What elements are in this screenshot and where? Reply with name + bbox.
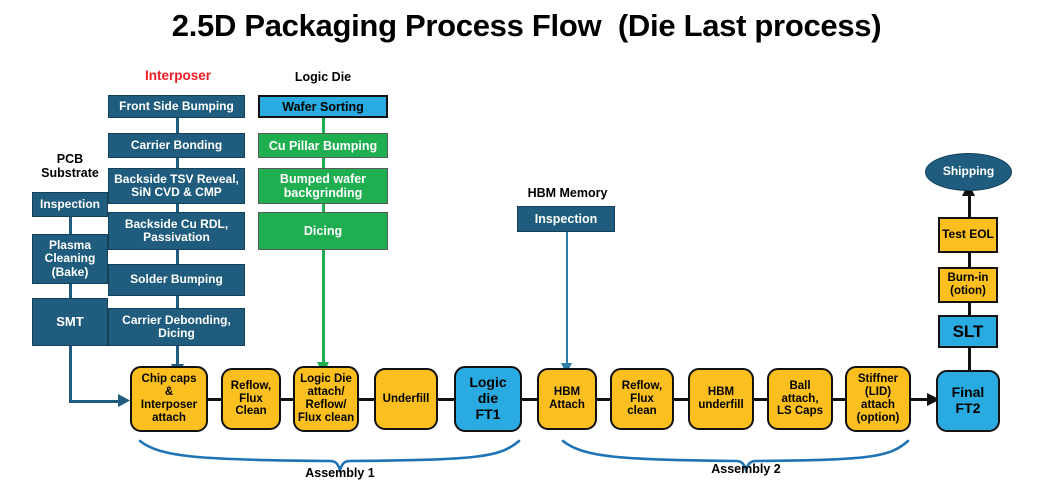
node-slt[interactable]: SLT bbox=[938, 315, 998, 348]
connector-pcb-1 bbox=[69, 206, 72, 236]
connector-row-5 bbox=[521, 398, 537, 401]
brace-label-assembly-1: Assembly 1 bbox=[305, 466, 375, 480]
connector-backend-1 bbox=[968, 192, 971, 217]
node-interposer-solder-bumping[interactable]: Solder Bumping bbox=[108, 264, 245, 296]
connector-interposer-6 bbox=[176, 344, 179, 366]
connector-row-10 bbox=[910, 398, 932, 401]
connector-interposer-5 bbox=[176, 294, 179, 310]
node-shipping[interactable]: Shipping bbox=[925, 153, 1012, 191]
node-interposer-carrier-bonding[interactable]: Carrier Bonding bbox=[108, 133, 245, 158]
node-logicdie-cu-pillar-bumping[interactable]: Cu Pillar Bumping bbox=[258, 133, 388, 158]
connector-row-8 bbox=[753, 398, 768, 401]
node-interposer-carrier-debonding[interactable]: Carrier Debonding, Dicing bbox=[108, 308, 245, 346]
node-assembly-stiffner-lid-attach[interactable]: Stiffner (LID) attach (option) bbox=[845, 366, 911, 432]
node-assembly-logic-die-attach[interactable]: Logic Die attach/ Reflow/ Flux clean bbox=[293, 366, 359, 432]
node-assembly-hbm-attach[interactable]: HBM Attach bbox=[537, 368, 597, 430]
caption-logic-die: Logic Die bbox=[294, 70, 352, 84]
connector-smt-right bbox=[69, 400, 121, 403]
node-assembly-hbm-underfill[interactable]: HBM underfill bbox=[688, 368, 754, 430]
page-title: 2.5D Packaging Process Flow (Die Last pr… bbox=[171, 8, 882, 43]
node-assembly-reflow-flux-clean-1[interactable]: Reflow, Flux Clean bbox=[221, 368, 281, 430]
connector-backend-4 bbox=[968, 348, 971, 370]
node-pcb-plasma-cleaning[interactable]: Plasma Cleaning (Bake) bbox=[32, 234, 108, 284]
connector-interposer-1 bbox=[176, 116, 179, 133]
node-assembly-logic-die-ft1[interactable]: Logic die FT1 bbox=[454, 366, 522, 432]
node-final-ft2[interactable]: Final FT2 bbox=[936, 370, 1000, 432]
connector-row-3 bbox=[357, 398, 374, 401]
connector-pcb-2 bbox=[69, 282, 72, 300]
caption-pcb-substrate: PCB Substrate bbox=[41, 152, 99, 181]
node-pcb-inspection[interactable]: Inspection bbox=[32, 192, 108, 217]
connector-row-7 bbox=[673, 398, 689, 401]
connector-interposer-4 bbox=[176, 248, 179, 266]
connector-row-6 bbox=[597, 398, 611, 401]
brace-label-assembly-2: Assembly 2 bbox=[711, 462, 781, 476]
node-assembly-ball-attach-ls-caps[interactable]: Ball attach, LS Caps bbox=[767, 368, 833, 430]
node-logicdie-dicing[interactable]: Dicing bbox=[258, 212, 388, 250]
connector-hbm bbox=[566, 232, 568, 368]
connector-row-2 bbox=[280, 398, 294, 401]
node-burn-in[interactable]: Burn-in (otion) bbox=[938, 267, 998, 303]
connector-logicdie-2 bbox=[322, 156, 325, 170]
connector-interposer-2 bbox=[176, 156, 179, 170]
connector-backend-2 bbox=[968, 253, 971, 267]
node-hbm-inspection[interactable]: Inspection bbox=[517, 206, 615, 232]
node-interposer-front-side-bumping[interactable]: Front Side Bumping bbox=[108, 95, 245, 118]
connector-logicdie-1 bbox=[322, 116, 325, 133]
node-pcb-smt[interactable]: SMT bbox=[32, 298, 108, 346]
connector-interposer-3 bbox=[176, 202, 179, 214]
connector-logicdie-4 bbox=[322, 248, 325, 366]
node-interposer-backside-tsv-reveal[interactable]: Backside TSV Reveal, SiN CVD & CMP bbox=[108, 168, 245, 204]
connector-row-4 bbox=[437, 398, 455, 401]
caption-hbm-memory: HBM Memory bbox=[527, 186, 608, 200]
node-test-eol[interactable]: Test EOL bbox=[938, 217, 998, 253]
node-assembly-chip-caps-interposer-attach[interactable]: Chip caps & Interposer attach bbox=[130, 366, 208, 432]
connector-backend-3 bbox=[968, 303, 971, 315]
caption-interposer: Interposer bbox=[144, 68, 212, 83]
node-logicdie-wafer-sorting[interactable]: Wafer Sorting bbox=[258, 95, 388, 118]
connector-row-1 bbox=[207, 398, 222, 401]
node-assembly-reflow-flux-clean-2[interactable]: Reflow, Flux clean bbox=[610, 368, 674, 430]
connector-smt-down bbox=[69, 344, 72, 402]
connector-logicdie-3 bbox=[322, 202, 325, 214]
node-logicdie-bumped-wafer-backgrinding[interactable]: Bumped wafer backgrinding bbox=[258, 168, 388, 204]
connector-row-9 bbox=[832, 398, 846, 401]
node-assembly-underfill[interactable]: Underfill bbox=[374, 368, 438, 430]
node-interposer-backside-cu-rdl[interactable]: Backside Cu RDL, Passivation bbox=[108, 212, 245, 250]
